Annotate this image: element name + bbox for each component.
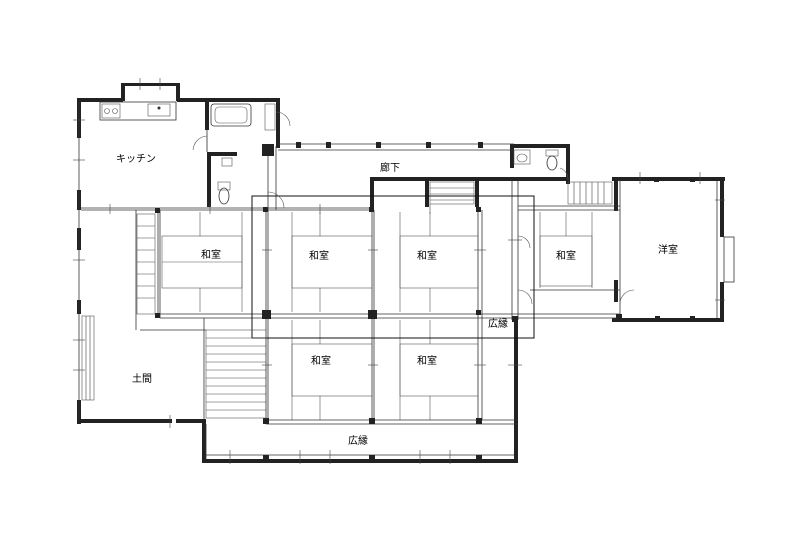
room-labels: キッチン 廊下 和室 和室 和室 和室 和室 和室 洋室 土間 広縁 広縁 — [116, 153, 678, 447]
opening-ticks — [73, 78, 725, 464]
engawa-inner-label: 広縁 — [488, 317, 508, 330]
washitsu-label-5: 和室 — [311, 354, 331, 367]
washitsu-label-3: 和室 — [417, 249, 437, 262]
washitsu-label-6: 和室 — [417, 354, 437, 367]
steps — [81, 181, 613, 419]
washitsu-label-4: 和室 — [556, 249, 576, 262]
posts — [155, 142, 695, 461]
western-room-label: 洋室 — [658, 243, 678, 256]
doma-label: 土間 — [132, 372, 152, 385]
door-swings — [192, 111, 635, 305]
hallway-label: 廊下 — [380, 161, 400, 174]
tatami-lines — [161, 212, 593, 420]
washitsu-label-1: 和室 — [201, 248, 221, 261]
washitsu-label-2: 和室 — [309, 249, 329, 262]
kitchen-label: キッチン — [116, 153, 156, 165]
engawa-south-label: 広縁 — [348, 434, 368, 447]
fixtures — [99, 101, 559, 205]
interior-lines — [78, 102, 735, 460]
outer-walls — [77, 83, 725, 463]
highlight-frame — [251, 195, 535, 339]
